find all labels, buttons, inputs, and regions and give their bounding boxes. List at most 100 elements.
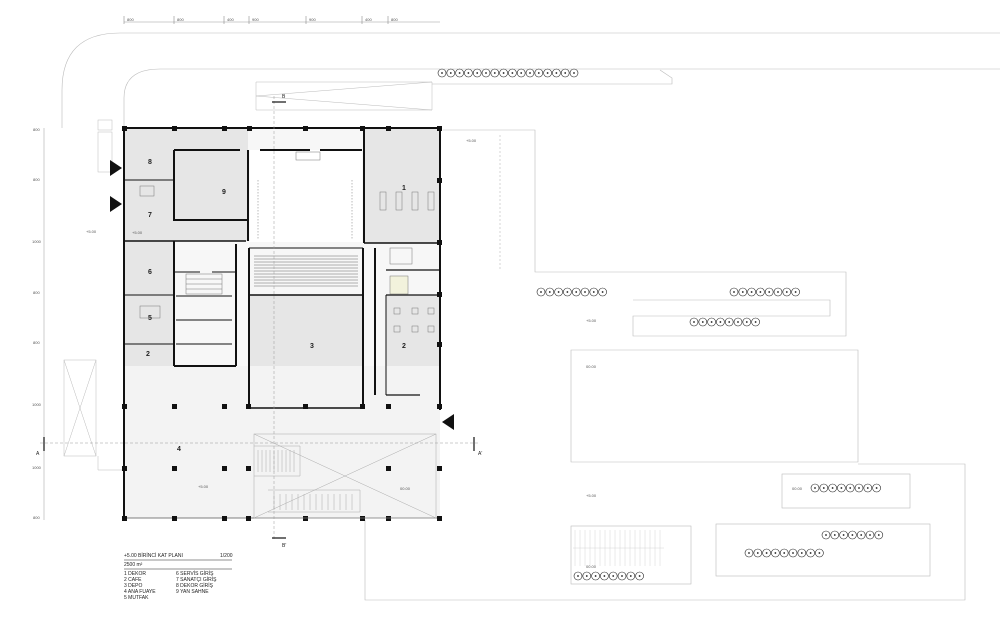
- tree-icon: [626, 571, 636, 581]
- tree-trunk-dot: [809, 552, 812, 554]
- tree-icon: [707, 317, 716, 327]
- tree-trunk-dot: [860, 534, 863, 536]
- tree-trunk-dot: [759, 291, 762, 293]
- tree-icon: [821, 530, 831, 540]
- tree-trunk-dot: [719, 321, 722, 323]
- left-dim-5: 1000: [32, 402, 42, 407]
- legend-title: +5.00 BİRİNCİ KAT PLANI: [124, 552, 183, 559]
- building-footprint: [124, 128, 440, 518]
- tree-trunk-dot: [748, 552, 750, 554]
- tree-trunk-dot: [800, 552, 803, 554]
- tree-trunk-dot: [555, 72, 558, 74]
- tree-trunk-dot: [858, 487, 860, 489]
- section-mark-b-bottom: B': [282, 543, 286, 549]
- tree-trunk-dot: [783, 552, 786, 554]
- legend-item-6: 6 SERVİS GİRİŞ: [176, 570, 214, 577]
- tree-icon: [863, 483, 873, 493]
- tree-icon: [837, 483, 846, 493]
- room-label-7: 7: [148, 212, 152, 219]
- tree-trunk-dot: [701, 321, 704, 323]
- tree-icon: [771, 548, 780, 558]
- level-mark-1: +5.00: [466, 138, 477, 143]
- tree-trunk-dot: [601, 291, 604, 293]
- tree-icon: [830, 530, 840, 540]
- tree-icon: [810, 483, 820, 493]
- tree-trunk-dot: [869, 534, 871, 536]
- auditorium-seating: [254, 255, 358, 287]
- tree-rows: [437, 68, 884, 581]
- tree-icon: [635, 571, 644, 581]
- tree-icon: [738, 287, 748, 297]
- tree-icon: [582, 571, 592, 581]
- legend-item-9: 9 YAN SAHNE: [176, 589, 209, 595]
- tree-trunk-dot: [485, 72, 487, 74]
- tree-icon: [554, 287, 563, 297]
- tree-trunk-dot: [566, 291, 569, 293]
- tree-trunk-dot: [750, 291, 753, 293]
- tree-trunk-dot: [754, 321, 757, 323]
- left-exterior: [63, 119, 124, 471]
- legend-area: 2500 m²: [124, 562, 143, 568]
- tree-trunk-dot: [825, 534, 827, 536]
- entrance-arrows: [110, 160, 454, 430]
- tree-icon: [856, 530, 866, 540]
- legend-item-4: 4 ANA FUAYE: [124, 589, 156, 595]
- tree-trunk-dot: [603, 575, 606, 577]
- room-label-1: 1: [402, 185, 406, 192]
- legend-item-7: 7 SANATÇI GİRİŞ: [176, 576, 217, 583]
- left-dimension-line: 800 800 1000 800 800 1000 1000 800: [32, 127, 45, 520]
- tree-icon: [764, 287, 774, 297]
- tree-icon: [806, 548, 815, 558]
- tree-icon: [751, 317, 760, 327]
- tree-icon: [698, 317, 708, 327]
- tree-trunk-dot: [577, 575, 579, 577]
- tree-trunk-dot: [849, 487, 852, 489]
- left-dim-4: 800: [33, 340, 40, 345]
- interior-details: [139, 151, 435, 333]
- tree-trunk-dot: [756, 552, 759, 554]
- tree-trunk-dot: [877, 534, 880, 536]
- tree-icon: [874, 530, 884, 540]
- top-dim-4: 900: [309, 17, 316, 22]
- tree-icon: [589, 287, 599, 297]
- tree-icon: [481, 68, 491, 78]
- tree-trunk-dot: [638, 575, 641, 577]
- level-mark-3: +5.00: [132, 230, 143, 235]
- tree-trunk-dot: [693, 321, 695, 323]
- entrance-arrow-1: [110, 160, 122, 176]
- level-mark-8: +5.00: [586, 493, 597, 498]
- tree-trunk-dot: [621, 575, 623, 577]
- level-mark-7: 00.00: [400, 486, 411, 491]
- tree-trunk-dot: [774, 552, 777, 554]
- left-dim-7: 800: [33, 515, 40, 520]
- top-dimension-line: 800 800 400 900 900 400 800: [123, 16, 440, 24]
- tree-icon: [499, 68, 508, 78]
- tree-icon: [446, 68, 456, 78]
- tree-icon: [747, 287, 756, 297]
- tree-icon: [845, 483, 855, 493]
- columns: [122, 126, 442, 521]
- tree-trunk-dot: [612, 575, 615, 577]
- room-label-5: 5: [148, 315, 152, 322]
- tree-trunk-dot: [777, 291, 779, 293]
- tree-trunk-dot: [741, 291, 744, 293]
- tree-trunk-dot: [866, 487, 869, 489]
- tree-trunk-dot: [592, 291, 595, 293]
- room-label-2b: 2: [402, 343, 406, 350]
- upper-canopy: [255, 81, 433, 111]
- tree-icon: [545, 287, 555, 297]
- legend-item-3: 3 DEPO: [124, 583, 142, 589]
- tree-icon: [729, 287, 739, 297]
- tree-icon: [854, 483, 864, 493]
- tree-icon: [733, 317, 743, 327]
- tree-icon: [525, 68, 535, 78]
- tree-icon: [464, 68, 473, 78]
- tree-icon: [536, 287, 546, 297]
- legend-item-1: 1 DEKOR: [124, 571, 146, 577]
- ramp-lower-right: [573, 530, 664, 566]
- tree-icon: [569, 68, 579, 78]
- tree-icon: [865, 530, 875, 540]
- tree-trunk-dot: [710, 321, 713, 323]
- tree-trunk-dot: [831, 487, 834, 489]
- legend: +5.00 BİRİNCİ KAT PLANI 1/200 2500 m² 1 …: [124, 552, 233, 601]
